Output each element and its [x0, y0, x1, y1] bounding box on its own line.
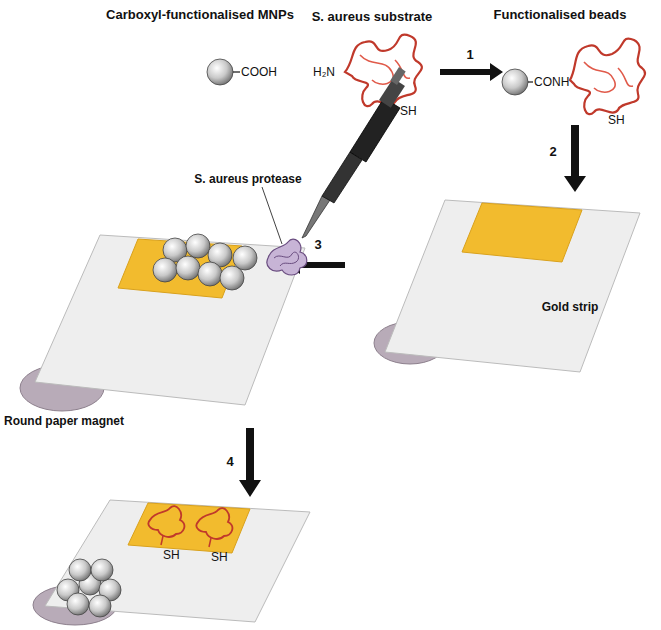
title-label: Functionalised beads	[494, 8, 627, 22]
substrate-fragment	[161, 536, 163, 545]
chem-group: SH	[400, 104, 417, 118]
chem-group: SH	[608, 113, 625, 127]
chem-group: COOH	[241, 65, 277, 79]
leader-line	[262, 187, 282, 244]
bond-line	[528, 81, 533, 82]
gold-band	[462, 203, 582, 262]
substrate-fragment	[209, 538, 211, 547]
paper-strip	[35, 235, 305, 405]
mnp-bead	[207, 59, 233, 85]
step-arrow	[440, 63, 503, 81]
substrate-peptide	[360, 55, 410, 84]
title-label: S. aureus substrate	[312, 10, 433, 24]
chem-group: H₂N	[313, 65, 335, 79]
protease-enzyme	[274, 252, 299, 266]
chem-group: SH	[163, 548, 180, 562]
chem-group: CONH	[534, 75, 569, 89]
substrate-fragment	[196, 508, 232, 539]
step-number: 4	[226, 455, 233, 469]
paper-strip	[385, 200, 640, 372]
substrate-fragment	[148, 506, 184, 537]
gold-band	[118, 239, 242, 298]
bond-line	[233, 71, 240, 72]
substrate-peptide	[584, 62, 633, 92]
step-arrow	[239, 428, 261, 497]
gold-band	[128, 503, 250, 553]
bead-cluster	[57, 559, 121, 617]
callout-label: Round paper magnet	[4, 414, 124, 428]
chem-group: SH	[211, 550, 228, 564]
callout-label: Gold strip	[542, 300, 599, 314]
step-number: 2	[549, 145, 556, 159]
bead-cluster	[153, 234, 257, 290]
protease-enzyme	[267, 239, 307, 275]
step-number: 1	[466, 48, 473, 62]
title-label: Carboxyl-functionalised MNPs	[106, 8, 294, 22]
pipette	[302, 67, 406, 238]
step-arrow	[564, 125, 586, 192]
callout-label: S. aureus protease	[194, 172, 301, 186]
paper-strip	[45, 500, 310, 622]
step-number: 3	[314, 238, 321, 252]
mnp-bead	[502, 69, 528, 95]
substrate-peptide	[570, 39, 645, 115]
